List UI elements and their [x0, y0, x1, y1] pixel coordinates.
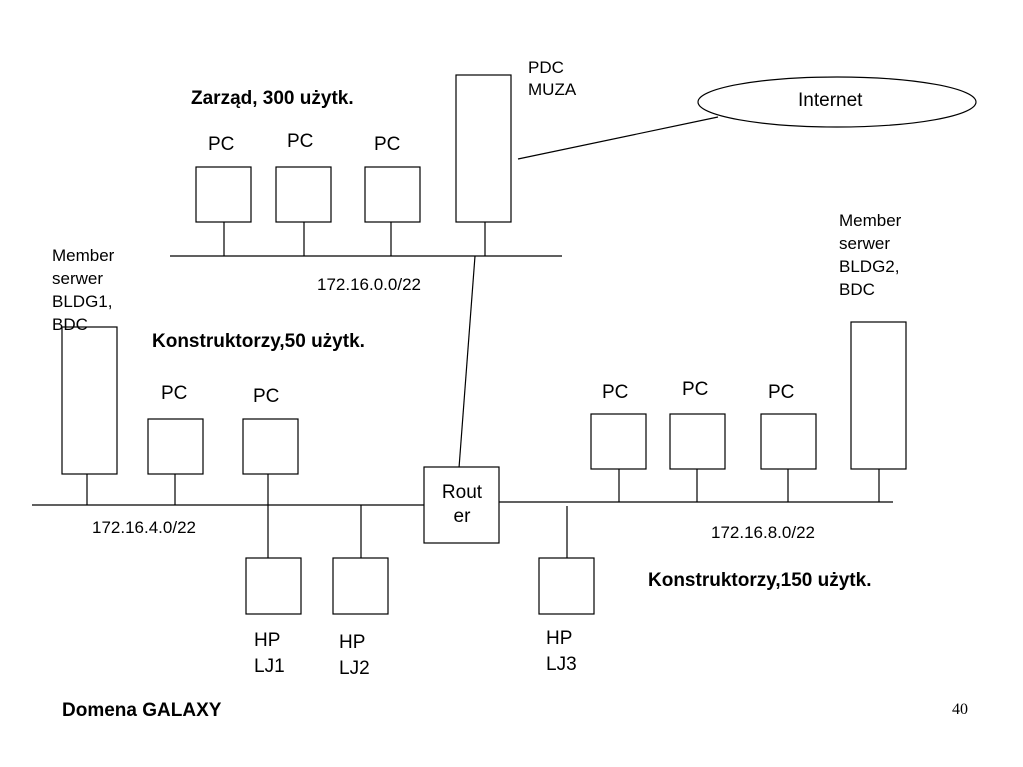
pc-label-konstruktorzy50-1: PC	[161, 383, 188, 404]
pc-label-konstruktorzy150-2: PC	[682, 379, 709, 400]
server-bldg2	[850, 321, 907, 470]
page-number: 40	[952, 701, 968, 718]
pc-label-zarzad-3: PC	[374, 134, 401, 155]
printer-lj3	[538, 557, 595, 615]
pc-label-konstruktorzy50-2: PC	[253, 386, 280, 407]
printer-label-lj2: HP LJ2	[339, 632, 370, 679]
printer-lj1	[245, 557, 302, 615]
server-bldg1	[61, 326, 118, 475]
printer-lj2	[332, 557, 389, 615]
subnet-label-konstruktorzy50: 172.16.4.0/22	[92, 518, 196, 537]
printer-label-lj1: HP LJ1	[254, 630, 285, 677]
pc-label-zarzad-1: PC	[208, 134, 235, 155]
router-label: Rout er	[441, 482, 483, 527]
pc-label-konstruktorzy150-3: PC	[768, 382, 795, 403]
pc-konstruktorzy50-2	[242, 418, 299, 475]
router-uplink	[458, 255, 476, 469]
server-label-pdc-muza: PDC MUZA	[528, 58, 577, 99]
pc-label-zarzad-2: PC	[287, 131, 314, 152]
pc-konstruktorzy50-1	[147, 418, 204, 475]
pc-konstruktorzy150-1	[590, 413, 647, 470]
pc-zarzad-1	[195, 166, 252, 223]
internet-cloud	[697, 76, 977, 128]
server-label-bldg2: Member serwer BLDG2, BDC	[839, 211, 902, 299]
router-box	[423, 466, 500, 544]
subnet-label-zarzad: 172.16.0.0/22	[317, 275, 421, 294]
segment-title-konstruktorzy150: Konstruktorzy,150 użytk.	[648, 570, 872, 591]
pc-zarzad-3	[364, 166, 421, 223]
pc-konstruktorzy150-3	[760, 413, 817, 470]
printer-label-lj3: HP LJ3	[546, 628, 577, 675]
subnet-label-konstruktorzy150: 172.16.8.0/22	[711, 523, 815, 542]
server-pdc-muza	[455, 74, 512, 223]
internet-link	[517, 116, 719, 160]
domain-label: Domena GALAXY	[62, 700, 222, 721]
pc-zarzad-2	[275, 166, 332, 223]
segment-title-zarzad: Zarząd, 300 użytk.	[191, 88, 354, 109]
segment-title-konstruktorzy50: Konstruktorzy,50 użytk.	[152, 331, 365, 352]
internet-label: Internet	[798, 90, 863, 111]
pc-label-konstruktorzy150-1: PC	[602, 382, 629, 403]
pc-konstruktorzy150-2	[669, 413, 726, 470]
server-label-bldg1: Member serwer BLDG1, BDC	[52, 246, 115, 334]
